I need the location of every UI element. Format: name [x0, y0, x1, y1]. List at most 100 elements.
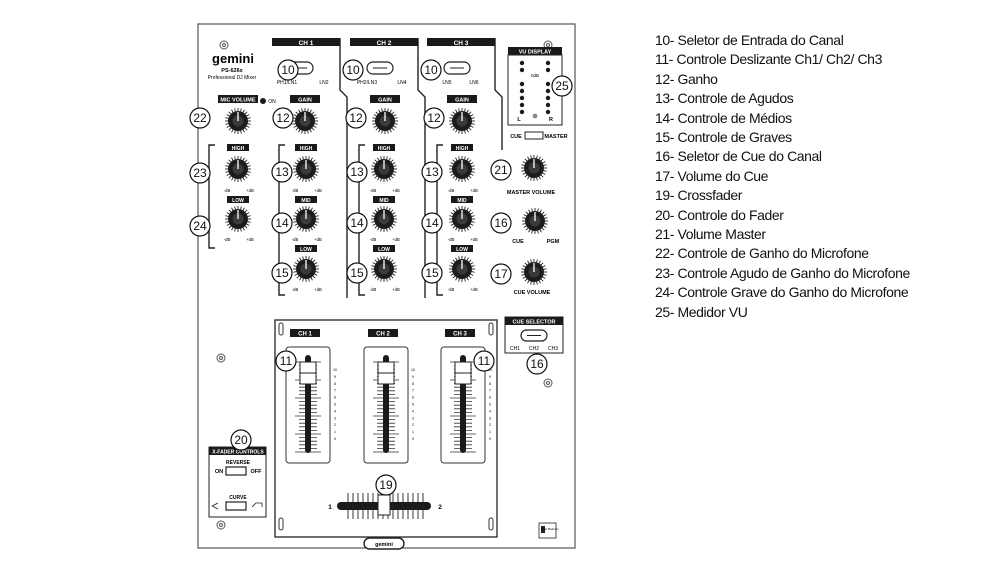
callout-number: 15	[425, 266, 439, 280]
reverse-switch[interactable]	[225, 466, 247, 476]
curve-switch[interactable]	[225, 501, 247, 511]
ch1-gain-knob[interactable]	[292, 108, 318, 134]
ch3-high-knob[interactable]	[449, 156, 475, 182]
ch3-input-left: LN5	[442, 80, 451, 86]
mic-high-minus-db: -dB	[224, 188, 231, 193]
ch3-gain-label: GAIN	[455, 98, 469, 104]
callout-number: 15	[350, 266, 364, 280]
legend-item: 15- Controle de Graves	[655, 129, 792, 146]
crossfader-knob[interactable]	[377, 494, 391, 516]
ch3-mid-knob[interactable]	[449, 206, 475, 232]
callout-21: 21	[490, 159, 512, 181]
ch1-high-plus-db: +dB	[314, 188, 322, 193]
ch3-fader-scale-label: 0	[489, 437, 491, 441]
ch2-mid-label: MID	[379, 198, 389, 204]
legend-item: 14- Controle de Médios	[655, 109, 792, 126]
callout-15: 15	[271, 262, 293, 284]
callout-10: 10	[342, 59, 364, 81]
ch1-high-minus-db: -dB	[292, 188, 299, 193]
ch1-low-knob[interactable]	[293, 256, 319, 282]
cue-volume-label: CUE VOLUME	[514, 290, 551, 296]
callout-14: 14	[271, 212, 293, 234]
callout-10: 10	[420, 59, 442, 81]
ch1-fader-scale-label: 7	[334, 389, 336, 393]
vu-display-header	[508, 47, 562, 55]
legend-item: 20- Controle do Fader	[655, 206, 784, 223]
legend-list: 10- Seletor de Entrada do Canal 11- Cont…	[655, 31, 910, 322]
ch2-input-left: PH2/LN3	[357, 80, 378, 86]
callout-13: 13	[271, 161, 293, 183]
curve-sharp-icon	[211, 502, 219, 510]
ch2-low-minus-db: -dB	[370, 287, 377, 292]
ch3-fader-scale-label: 8	[489, 382, 491, 386]
cue-mix-knob[interactable]	[522, 208, 548, 234]
brand-subtitle: Professional DJ Mixer	[208, 75, 257, 81]
vu-cue-master-switch[interactable]	[524, 131, 544, 140]
callout-11: 11	[275, 350, 297, 372]
cue-selector-ch2: CH2	[529, 346, 539, 352]
ch3-low-knob[interactable]	[449, 256, 475, 282]
ch1-fader-scale-label: 9	[334, 375, 336, 379]
master-volume-label: MASTER VOLUME	[507, 190, 556, 196]
fader-ch1-header	[290, 329, 320, 337]
mic-eq-bracket	[208, 144, 215, 249]
master-volume-knob[interactable]	[521, 155, 547, 181]
ch2-gain-knob[interactable]	[372, 108, 398, 134]
vu-led-right	[545, 60, 551, 66]
ch1-mid-minus-db: -dB	[292, 237, 299, 242]
vu-leds	[519, 60, 551, 119]
ch1-input-right: LN2	[319, 80, 328, 86]
ch2-fader-scale-label: 5	[412, 403, 414, 407]
ch1-high-knob[interactable]	[293, 156, 319, 182]
ch2-high-knob[interactable]	[371, 156, 397, 182]
callout-number: 13	[425, 165, 439, 179]
ch1-low-label: LOW	[300, 247, 312, 253]
ch3-header-label: CH 3	[454, 40, 469, 47]
vu-led-left	[519, 67, 525, 73]
cue-selector-switch[interactable]	[520, 329, 548, 342]
mic-volume-knob[interactable]	[225, 108, 251, 134]
ch2-low-knob[interactable]	[371, 256, 397, 282]
ch2-input-selector[interactable]	[366, 61, 394, 75]
vu-led-left	[519, 88, 525, 94]
ch3-gain-knob[interactable]	[449, 108, 475, 134]
ch2-low-label: LOW	[378, 247, 390, 253]
mic-low-knob[interactable]	[225, 206, 251, 232]
ch2-fader-scale-label: 4	[412, 409, 414, 413]
ch1-input-left: PH1/LN1	[277, 80, 298, 86]
callout-number: 22	[193, 111, 207, 125]
ch2-low-plus-db: +dB	[392, 287, 400, 292]
callout-12: 12	[345, 107, 367, 129]
legend-item: 16- Seletor de Cue do Canal	[655, 148, 822, 165]
vu-led-right	[545, 81, 551, 87]
ch1-fader-scale-label: 1	[334, 430, 336, 434]
callout-12: 12	[272, 107, 294, 129]
ch2-fader-scale-label: 3	[412, 416, 414, 420]
ch1-mid-knob[interactable]	[293, 206, 319, 232]
ch2-fader-scale-label: 8	[412, 382, 414, 386]
callout-14: 14	[421, 212, 443, 234]
vu-led-right	[545, 67, 551, 73]
vu-led-right	[545, 102, 551, 108]
fader-ch1-label: CH 1	[298, 332, 312, 338]
callout-10: 10	[277, 59, 299, 81]
gain-badges: GAIN GAIN GAIN	[290, 95, 477, 104]
cue-volume-knob[interactable]	[521, 259, 547, 285]
ch1-ch2-separator	[339, 38, 348, 298]
ch3-high-plus-db: +dB	[470, 188, 478, 193]
ch1-low-plus-db: +dB	[314, 287, 322, 292]
mic-high-knob[interactable]	[225, 156, 251, 182]
ch3-high-minus-db: -dB	[448, 188, 455, 193]
ch3-fader-scale-label: 6	[489, 396, 491, 400]
ch2-mid-knob[interactable]	[371, 206, 397, 232]
callout-22: 22	[189, 107, 211, 129]
mic-on-led	[260, 98, 266, 104]
ch3-low-plus-db: +dB	[470, 287, 478, 292]
callout-number: 10	[281, 63, 295, 77]
ch1-fader-scale-label: 3	[334, 416, 336, 420]
ch3-input-selector[interactable]	[443, 61, 471, 75]
callout-number: 16	[494, 216, 508, 230]
ch2-input-right: LN4	[397, 80, 406, 86]
ch3-fader-scale-label: 10	[488, 368, 492, 372]
vu-led-left	[519, 95, 525, 101]
